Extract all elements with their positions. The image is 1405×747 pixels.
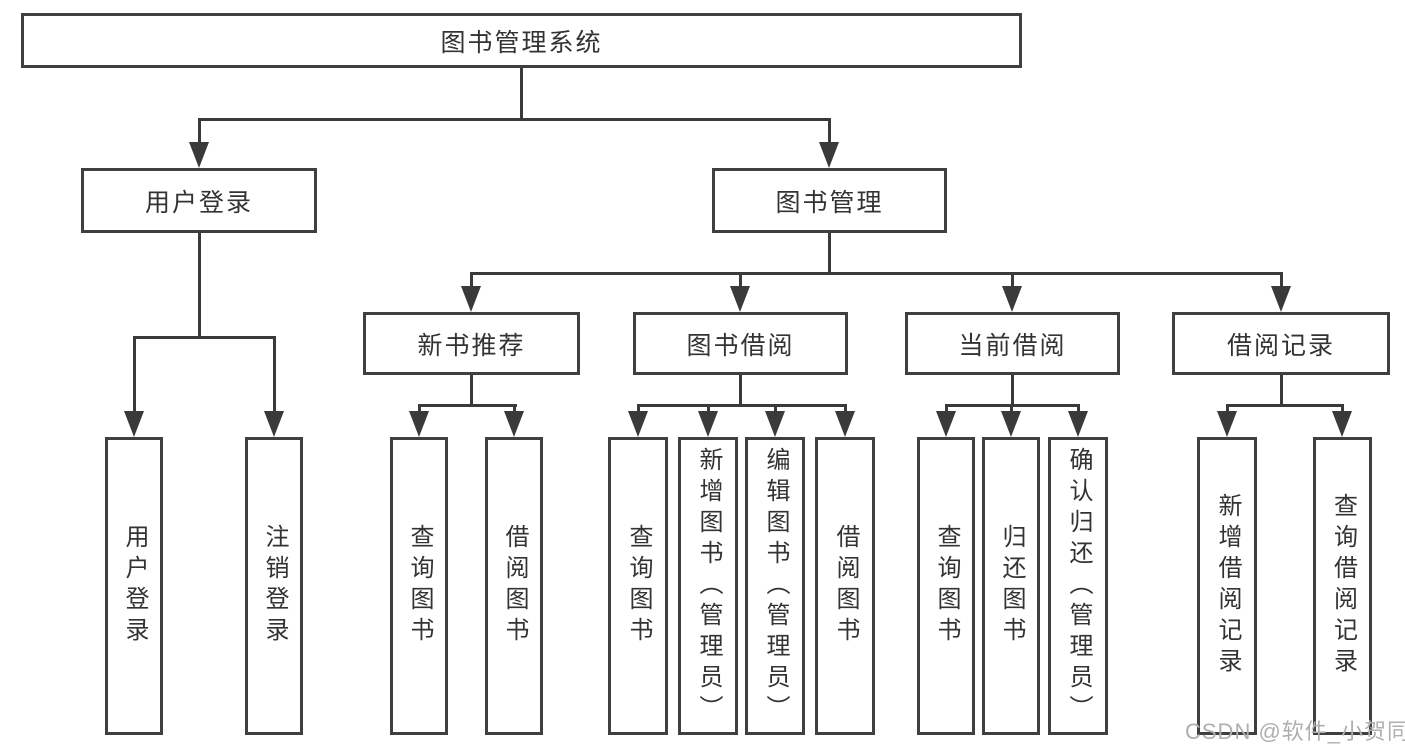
- connector-borrow-records-stem: [1280, 375, 1283, 406]
- leaf-records-add: 新增借阅记录: [1197, 437, 1257, 735]
- connector-level2-bar: [470, 272, 1283, 275]
- leaf-borrow-borrow: 借阅图书: [815, 437, 875, 735]
- arrow-down-icon: [698, 411, 718, 437]
- arrow-down-icon: [189, 142, 209, 168]
- arrow-down-icon: [835, 411, 855, 437]
- node-root: 图书管理系统: [21, 13, 1022, 68]
- connector-new-books-bar: [418, 404, 517, 407]
- connector-borrow-records-bar: [1226, 404, 1344, 407]
- arrow-down-icon: [1001, 411, 1021, 437]
- connector-drop: [945, 404, 948, 413]
- node-user-login: 用户登录: [81, 168, 317, 233]
- leaf-records-query: 查询借阅记录: [1313, 437, 1372, 735]
- connector-drop-book-mgmt: [828, 118, 831, 144]
- arrow-down-icon: [1271, 286, 1291, 312]
- arrow-down-icon: [819, 142, 839, 168]
- arrow-down-icon: [504, 411, 524, 437]
- arrow-down-icon: [461, 286, 481, 312]
- watermark-text: CSDN @软件_小贺同学: [1185, 719, 1405, 744]
- arrow-down-icon: [936, 411, 956, 437]
- arrow-down-icon: [1332, 411, 1352, 437]
- leaf-borrow-query: 查询图书: [608, 437, 668, 735]
- arrow-down-icon: [409, 411, 429, 437]
- node-borrow-records: 借阅记录: [1172, 312, 1390, 375]
- leaf-borrow-add: 新增图书（管理员）: [678, 437, 738, 735]
- connector-drop-logout: [273, 336, 276, 413]
- connector-book-mgmt-stem: [828, 233, 831, 274]
- leaf-borrow-edit: 编辑图书（管理员）: [745, 437, 805, 735]
- connector-new-books-stem: [470, 375, 473, 406]
- arrow-down-icon: [765, 411, 785, 437]
- connector-level1-bar: [198, 118, 831, 121]
- connector-root-stem: [520, 68, 523, 119]
- connector-drop: [418, 404, 421, 413]
- connector-book-borrow-stem: [739, 375, 742, 406]
- connector-drop: [1077, 404, 1080, 413]
- connector-user-login-bar: [133, 336, 276, 339]
- connector-book-borrow-bar: [637, 404, 847, 407]
- node-book-borrow: 图书借阅: [633, 312, 848, 375]
- connector-user-login-stem: [198, 233, 201, 337]
- connector-drop: [774, 404, 777, 413]
- node-new-books: 新书推荐: [363, 312, 580, 375]
- arrow-down-icon: [1002, 286, 1022, 312]
- connector-drop: [637, 404, 640, 413]
- arrow-down-icon: [1068, 411, 1088, 437]
- node-book-mgmt: 图书管理: [712, 168, 947, 233]
- leaf-newbooks-borrow: 借阅图书: [485, 437, 543, 735]
- connector-drop: [513, 404, 516, 413]
- arrow-down-icon: [730, 286, 750, 312]
- connector-drop: [1010, 404, 1013, 413]
- arrow-down-icon: [1217, 411, 1237, 437]
- connector-drop-login: [133, 336, 136, 413]
- leaf-current-return: 归还图书: [982, 437, 1040, 735]
- connector-drop-new-books: [470, 272, 473, 288]
- arrow-down-icon: [628, 411, 648, 437]
- connector-drop: [1341, 404, 1344, 413]
- leaf-current-query: 查询图书: [917, 437, 975, 735]
- leaf-current-confirm: 确认归还（管理员）: [1048, 437, 1108, 735]
- node-current-borrow: 当前借阅: [905, 312, 1120, 375]
- connector-current-borrow-stem: [1011, 375, 1014, 406]
- connector-drop-user-login: [198, 118, 201, 144]
- arrow-down-icon: [124, 411, 144, 437]
- arrow-down-icon: [264, 411, 284, 437]
- connector-drop: [707, 404, 710, 413]
- connector-drop-book-borrow: [739, 272, 742, 288]
- connector-drop: [844, 404, 847, 413]
- connector-drop-current-borrow: [1011, 272, 1014, 288]
- leaf-logout: 注销登录: [245, 437, 303, 735]
- leaf-newbooks-query: 查询图书: [390, 437, 448, 735]
- connector-drop-borrow-records: [1280, 272, 1283, 288]
- leaf-user-login: 用户登录: [105, 437, 163, 735]
- connector-drop: [1226, 404, 1229, 413]
